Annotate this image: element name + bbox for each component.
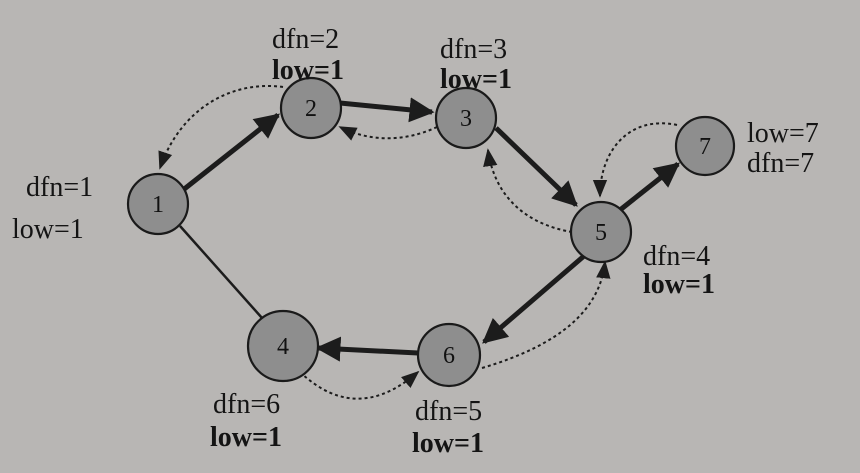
node-7-label: 7 (699, 134, 711, 160)
back-edge-5-3 (483, 148, 573, 233)
node-1-low: low=1 (12, 214, 84, 245)
edge-1-2 (181, 113, 280, 192)
edge-1-4 (179, 225, 263, 319)
node-3-label: 3 (460, 106, 472, 132)
node-5: 5 (569, 200, 633, 264)
node-1-label: 1 (152, 192, 164, 218)
node-4: 4 (246, 309, 320, 383)
node-7-low: low=7 (747, 118, 819, 149)
node-4-values: dfn=6 low=1 (210, 389, 282, 453)
node-7: 7 (674, 115, 736, 177)
node-4-low: low=1 (210, 422, 282, 453)
tree-edges (181, 97, 680, 362)
node-6-dfn: dfn=5 (415, 396, 482, 427)
node-4-dfn: dfn=6 (213, 389, 280, 420)
node-4-label: 4 (277, 334, 289, 360)
back-edges (158, 85, 678, 400)
edge-5-7 (618, 162, 680, 212)
node-6-label: 6 (443, 343, 455, 369)
node-2-values: dfn=2 low=1 (272, 24, 344, 86)
node-2: 2 (279, 76, 343, 140)
node-3: 3 (434, 86, 498, 150)
node-1: 1 (126, 172, 190, 236)
node-2-low: low=1 (272, 55, 344, 86)
node-3-low: low=1 (440, 64, 512, 95)
back-edge-2-1 (158, 85, 284, 170)
back-edge-7-5 (592, 122, 678, 198)
node-5-low: low=1 (643, 269, 715, 300)
back-edge-6-5 (481, 260, 611, 369)
node-3-values: dfn=3 low=1 (440, 34, 512, 95)
edge-6-4 (315, 336, 419, 362)
node-1-dfn: dfn=1 (26, 172, 93, 203)
node-7-values: low=7 dfn=7 (747, 118, 819, 179)
node-3-dfn: dfn=3 (440, 34, 507, 65)
edge-5-6 (482, 254, 586, 344)
node-1-values: dfn=1 low=1 (12, 172, 93, 245)
node-5-values: dfn=4 low=1 (643, 241, 715, 300)
node-6: 6 (416, 322, 482, 388)
back-edge-3-2 (338, 126, 438, 141)
node-2-label: 2 (305, 96, 317, 122)
node-2-dfn: dfn=2 (272, 24, 339, 55)
node-6-values: dfn=5 low=1 (412, 396, 484, 459)
edge-3-5 (494, 126, 578, 207)
node-7-dfn: dfn=7 (747, 148, 814, 179)
node-5-label: 5 (595, 220, 607, 246)
node-5-dfn: dfn=4 (643, 241, 710, 272)
node-6-low: low=1 (412, 428, 484, 459)
back-edge-4-6 (299, 370, 420, 400)
edge-2-3 (339, 97, 435, 123)
